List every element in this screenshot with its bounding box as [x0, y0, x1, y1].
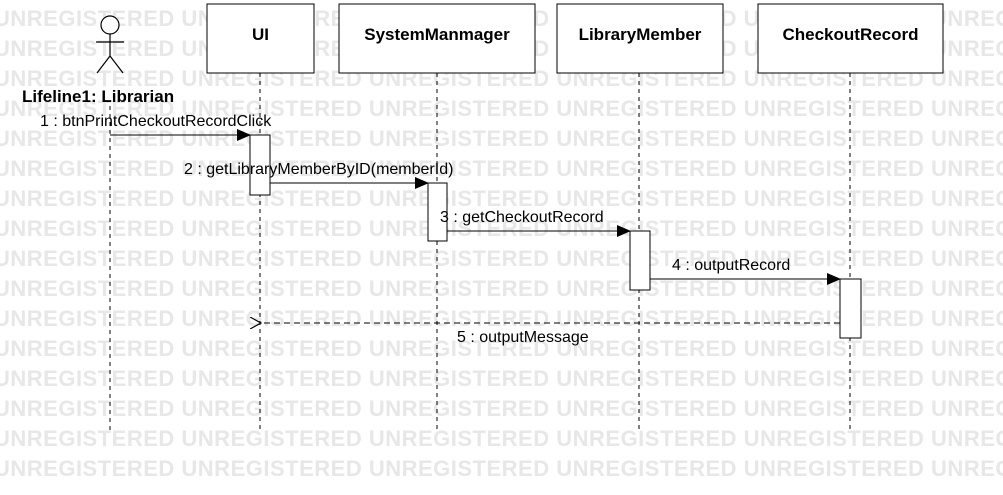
stick-figure-icon	[96, 15, 124, 74]
activation-system-manager[interactable]	[427, 182, 448, 242]
object-label-library-member: LibraryMember	[579, 25, 702, 44]
actor-label: Lifeline1: Librarian	[22, 87, 174, 106]
activation-checkout-record[interactable]	[839, 278, 862, 339]
object-checkout-record[interactable]: CheckoutRecord	[757, 3, 944, 74]
actor-librarian[interactable]: Lifeline1: Librarian	[22, 15, 174, 106]
object-system-manager[interactable]: SystemManmager	[338, 3, 536, 74]
message-label: 1 : btnPrintCheckoutRecordClick	[40, 113, 272, 130]
message-1[interactable]: 1 : btnPrintCheckoutRecordClick	[40, 113, 272, 141]
message-3[interactable]: 3 : getCheckoutRecord	[440, 209, 631, 237]
message-label: 4 : outputRecord	[672, 257, 790, 274]
message-label: 2 : getLibraryMemberByID(memberId)	[184, 161, 453, 178]
activation-ui[interactable]	[249, 134, 271, 196]
activation-library-member[interactable]	[629, 230, 651, 291]
object-label-system-manager: SystemManmager	[364, 25, 510, 44]
object-ui[interactable]: UI	[206, 3, 315, 74]
message-4[interactable]: 4 : outputRecord	[650, 257, 841, 285]
object-library-member[interactable]: LibraryMember	[556, 3, 724, 74]
message-5-return[interactable]: 5 : outputMessage	[261, 323, 840, 346]
object-label-checkout-record: CheckoutRecord	[782, 25, 918, 44]
object-label-ui: UI	[252, 25, 269, 44]
message-2[interactable]: 2 : getLibraryMemberByID(memberId)	[184, 161, 453, 189]
message-label: 5 : outputMessage	[457, 329, 589, 346]
message-label: 3 : getCheckoutRecord	[440, 209, 604, 226]
